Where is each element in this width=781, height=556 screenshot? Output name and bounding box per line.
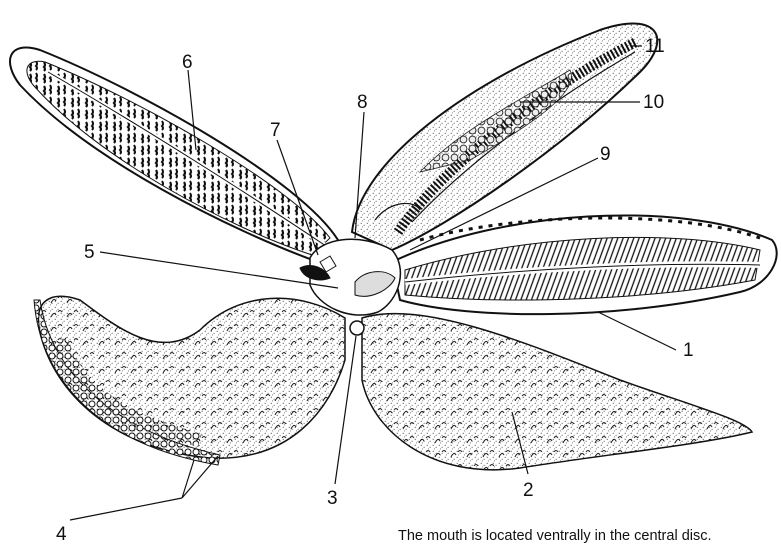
- leader-1: [598, 312, 676, 350]
- label-6: 6: [182, 52, 193, 73]
- label-7: 7: [270, 120, 281, 141]
- arm-tube-feet-lower-left: [34, 296, 345, 465]
- label-4: 4: [56, 524, 67, 545]
- label-5: 5: [84, 242, 95, 263]
- arm-skeleton-upper-left: [10, 48, 338, 262]
- label-9: 9: [600, 144, 611, 165]
- label-11: 11: [645, 36, 665, 57]
- label-10: 10: [643, 92, 664, 113]
- label-3: 3: [327, 488, 338, 509]
- label-2: 2: [523, 480, 534, 501]
- leader-4: [70, 456, 218, 520]
- label-1: 1: [683, 340, 694, 361]
- label-8: 8: [357, 92, 368, 113]
- figure-caption: The mouth is located ventrally in the ce…: [398, 528, 712, 544]
- madreporite: [350, 321, 364, 335]
- arm-aboral-lower-right: [362, 314, 752, 470]
